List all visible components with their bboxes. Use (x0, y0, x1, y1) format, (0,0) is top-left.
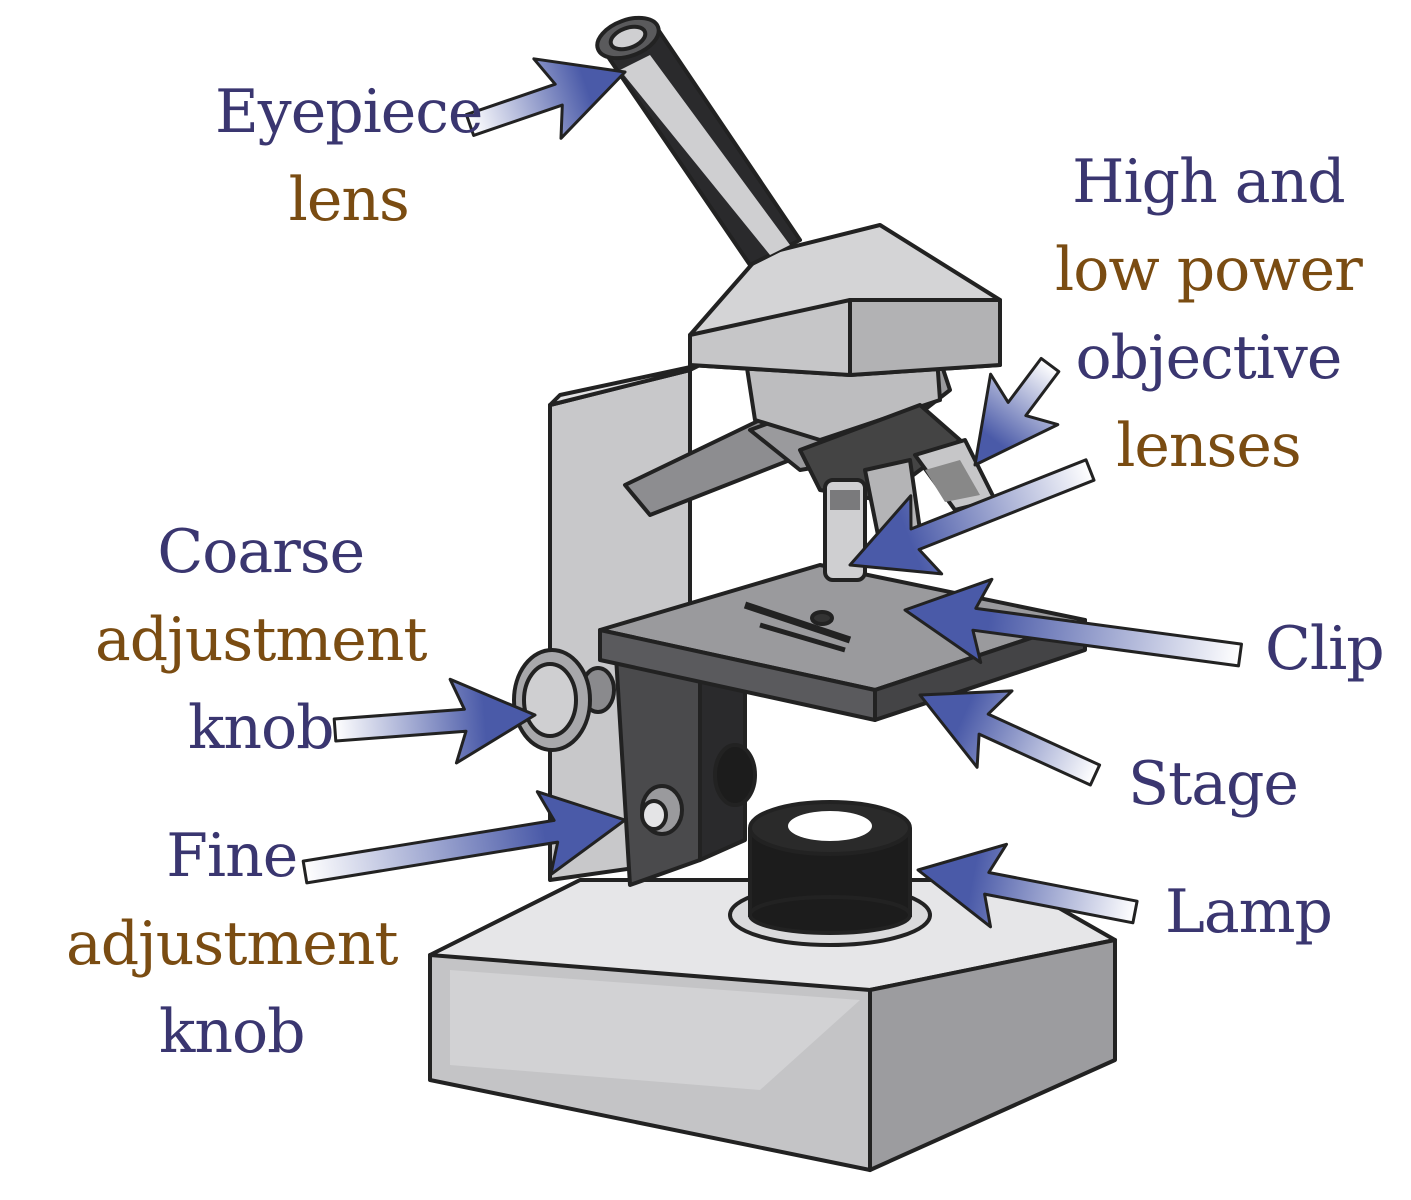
stage-clip (743, 601, 852, 653)
arrow-fine-shape (301, 790, 627, 885)
arrow-clip-shape (903, 577, 1243, 668)
arrow-objective-high (973, 356, 1061, 467)
arrow-eyepiece-shape (464, 57, 627, 140)
label-fine-adjustment-knob: Fine adjustment knob (66, 821, 398, 1067)
label-stage: Stage (1128, 749, 1299, 819)
fine-knob (640, 784, 684, 836)
label-eyepiece: Eyepiece lens (215, 77, 483, 235)
microscope-head (688, 223, 1002, 472)
arrow-objective-low (848, 458, 1096, 576)
label-objective: High and low power objective lenses (1055, 147, 1363, 481)
arrow-objective-high-shape (973, 356, 1061, 467)
label-clip: Clip (1265, 614, 1385, 684)
coarse-knob (512, 648, 616, 752)
label-arrows (301, 57, 1243, 929)
arrow-coarse (332, 677, 537, 765)
arrow-objective-low-shape (848, 458, 1096, 576)
arrow-lamp (916, 842, 1139, 929)
label-coarse-adjustment-knob: Coarse adjustment knob (95, 517, 427, 763)
arrow-stage (918, 689, 1102, 787)
microscope-base (428, 878, 1117, 1172)
eyepiece-tube (595, 15, 802, 267)
arrow-stage-shape (918, 689, 1102, 787)
lamp-unit (728, 800, 932, 947)
arrow-coarse-shape (332, 677, 537, 765)
objective-lenses (798, 403, 997, 582)
arrow-eyepiece (464, 57, 627, 140)
arrow-fine (301, 790, 627, 885)
label-lamp: Lamp (1165, 877, 1333, 947)
arrow-lamp-shape (916, 842, 1139, 929)
arrow-clip (903, 577, 1243, 668)
